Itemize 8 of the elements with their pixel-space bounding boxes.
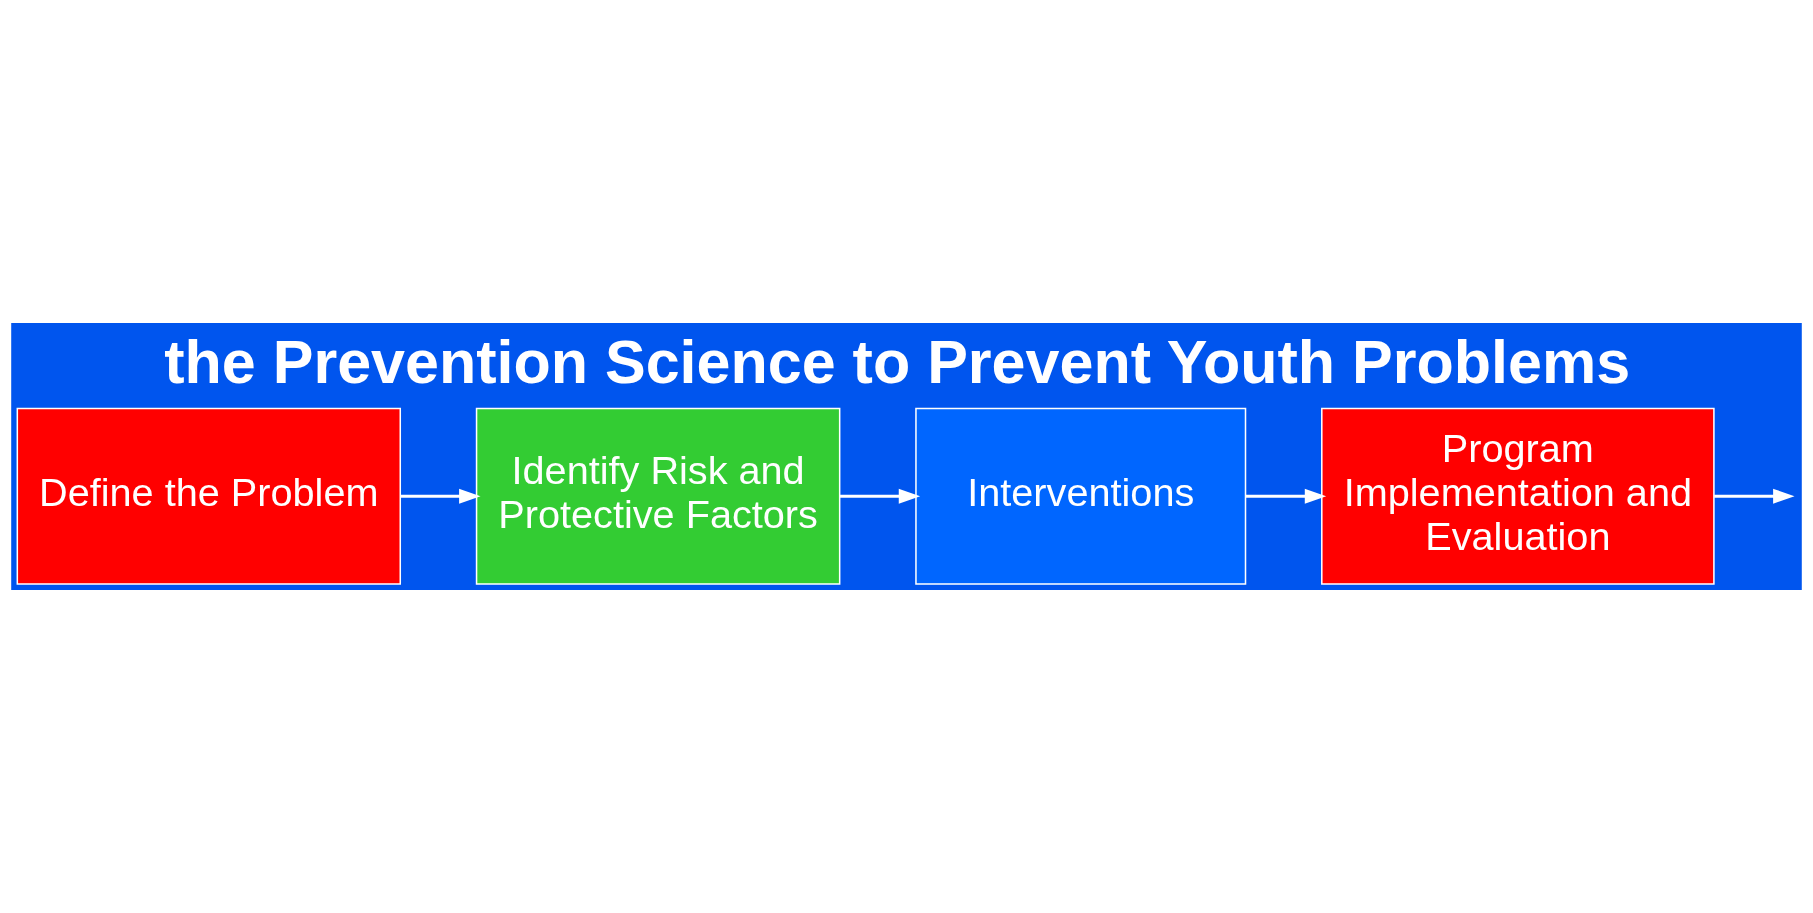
- diagram-title: the Prevention Science to Prevent Youth Problems: [164, 327, 1631, 396]
- node-box: Define the Problem: [16, 407, 402, 585]
- node-box: Program Implementation and Evaluation: [1321, 407, 1715, 585]
- node-box: Interventions: [915, 407, 1247, 585]
- arrow: [400, 488, 481, 504]
- arrow: [1245, 488, 1327, 504]
- arrow: [840, 488, 921, 504]
- node-box: Identify Risk and Protective Factors: [475, 407, 841, 585]
